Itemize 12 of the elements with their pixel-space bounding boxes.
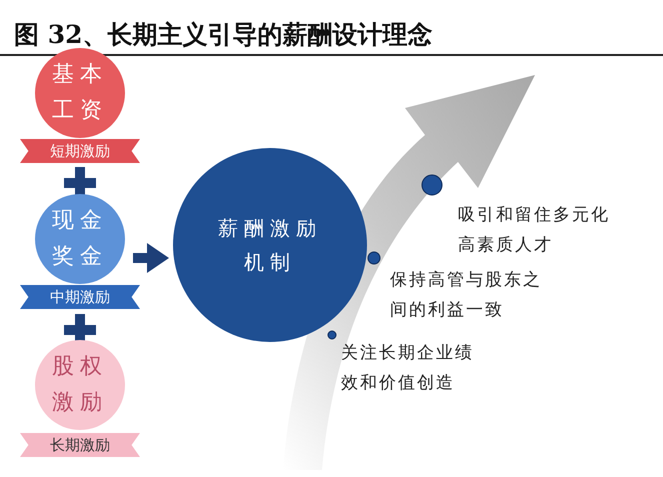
note-text: 保持高管与股东之间的利益一致 <box>390 269 543 322</box>
circle: 基本工资 <box>35 48 125 138</box>
arrow <box>133 243 169 273</box>
circle: 股权激励 <box>35 340 125 430</box>
circle: 现金奖金 <box>35 194 125 284</box>
note-text: 关注长期企业绩效和价值创造 <box>341 342 475 395</box>
circle: 薪酬激励机制 <box>173 148 367 342</box>
title: 图 32、长期主义引导的薪酬设计理念 <box>14 19 432 51</box>
ribbon-banner: 短期激励 <box>20 139 140 163</box>
ribbon-banner: 中期激励 <box>20 285 140 309</box>
note-text: 吸引和留住多元化高素质人才 <box>458 204 611 257</box>
ribbon-banner: 长期激励 <box>20 433 140 457</box>
